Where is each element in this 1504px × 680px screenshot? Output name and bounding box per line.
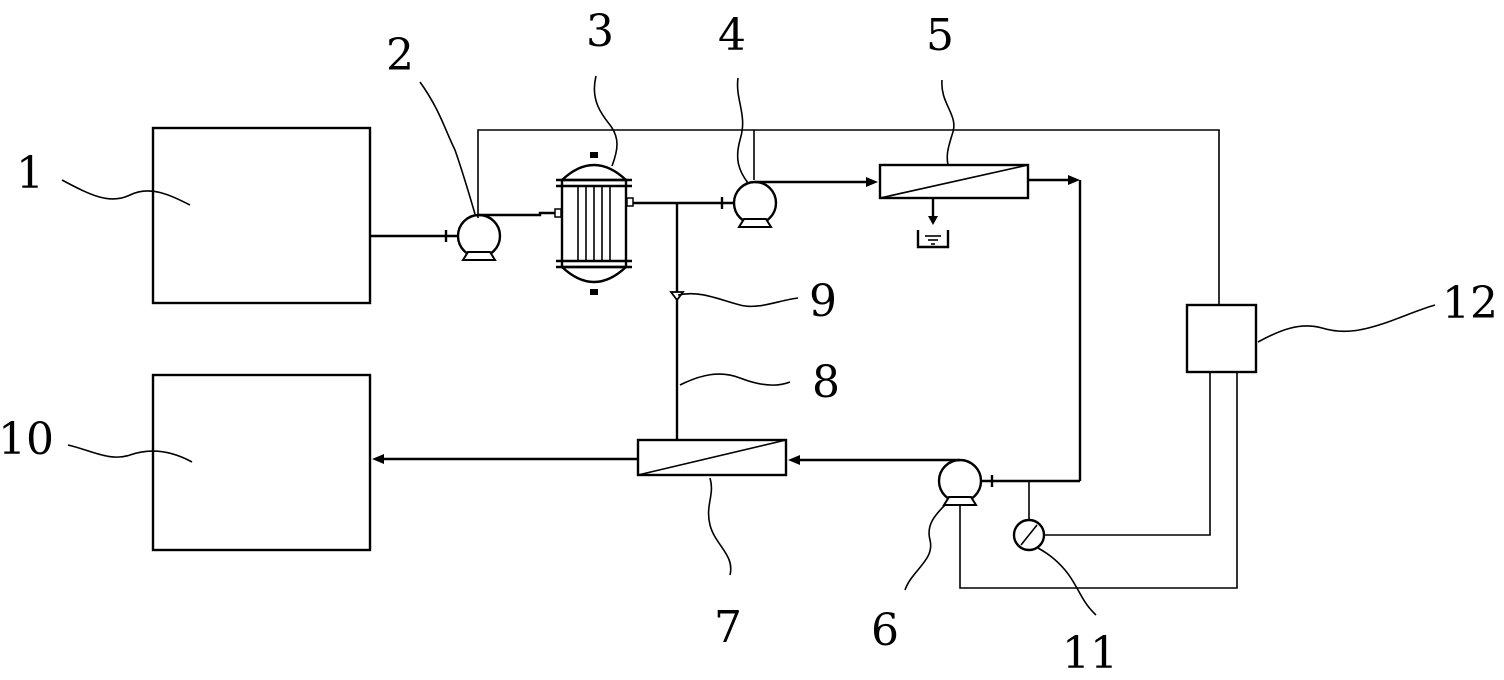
label-1: 1 — [16, 148, 44, 199]
label-3: 3 — [586, 6, 614, 57]
label-11: 11 — [1062, 628, 1118, 679]
label-9: 9 — [809, 276, 837, 327]
tank-1 — [151, 126, 372, 305]
pump-2 — [456, 213, 502, 261]
sensor-11 — [1012, 518, 1046, 552]
heat-exchanger-3 — [554, 152, 634, 295]
pipe-pump2-exchanger — [500, 211, 556, 217]
pump-4 — [732, 180, 778, 228]
label-4: 4 — [718, 10, 746, 61]
drain-vessel — [916, 230, 950, 249]
controller-12 — [1185, 303, 1258, 374]
leader-8 — [679, 373, 791, 387]
leader-5 — [941, 79, 955, 166]
label-6: 6 — [871, 605, 899, 656]
control-line-sensor11 — [1044, 372, 1211, 536]
label-10: 10 — [0, 414, 54, 465]
leader-9 — [677, 292, 799, 308]
label-2: 2 — [386, 30, 414, 81]
leader-11 — [1037, 547, 1097, 616]
membrane-unit-5 — [878, 163, 1030, 200]
control-line-pump6 — [959, 372, 1238, 589]
control-line-top — [477, 129, 1220, 305]
label-5: 5 — [926, 10, 954, 61]
leader-4 — [736, 77, 749, 184]
leader-2 — [419, 81, 476, 215]
leader-7 — [707, 477, 732, 576]
tank-10 — [151, 373, 372, 552]
membrane-unit-7 — [636, 438, 788, 477]
pump-6 — [937, 458, 983, 506]
label-8: 8 — [812, 357, 840, 408]
label-7: 7 — [714, 602, 742, 653]
leader-6 — [904, 504, 946, 591]
leader-1 — [61, 179, 191, 206]
leader-12 — [1257, 304, 1436, 343]
check-valve-9 — [669, 291, 685, 302]
label-12: 12 — [1442, 278, 1498, 329]
leader-10 — [67, 444, 193, 463]
leader-3 — [593, 75, 618, 167]
